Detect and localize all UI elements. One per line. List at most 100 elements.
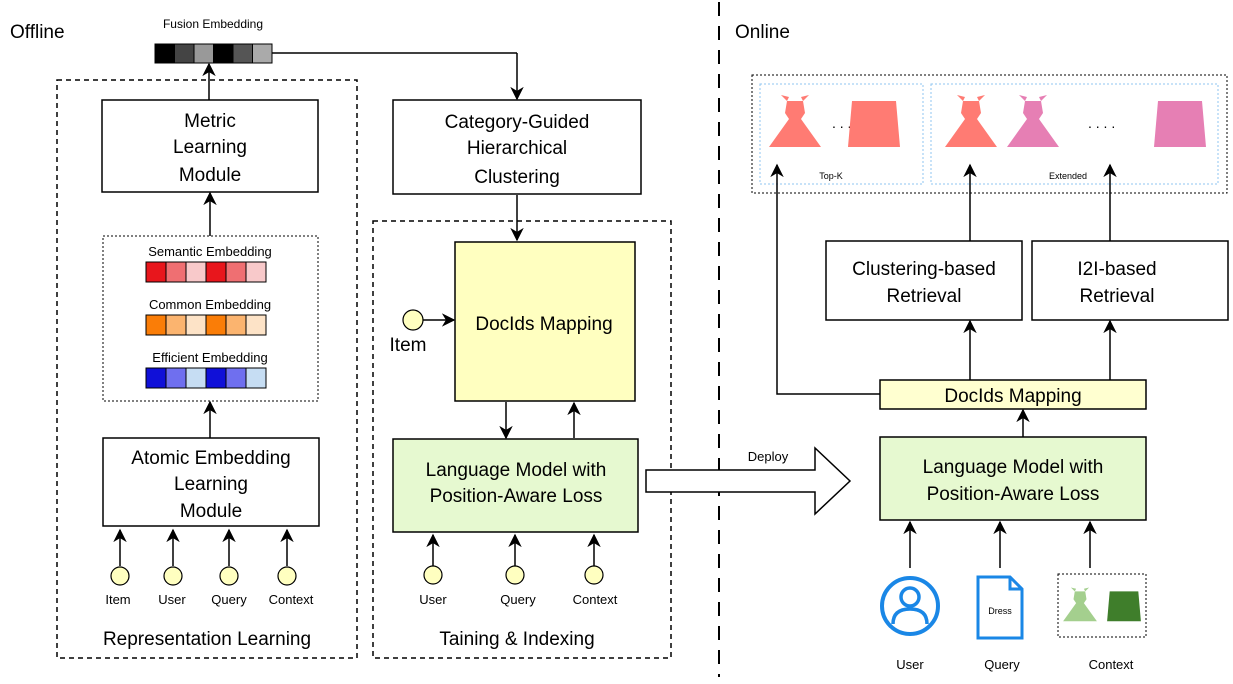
extended-dress-red-icon [945, 95, 997, 147]
extended-dots: . . . . [1088, 115, 1115, 131]
online-user-label: User [896, 657, 924, 672]
clustering-retrieval-line2: Retrieval [887, 286, 962, 307]
docids-mapping-offline-label: DocIds Mapping [475, 314, 612, 335]
online-query-label: Query [984, 657, 1020, 672]
common-embedding-label: Common Embedding [149, 297, 271, 312]
topk-skirt-icon [848, 101, 900, 147]
topk-dress-icon [769, 95, 821, 147]
extended-dress-pink-icon [1007, 95, 1059, 147]
atomic-module-line1: Atomic Embedding [131, 448, 290, 469]
docids-mapping-offline [454, 241, 636, 402]
embedding-cell [225, 261, 247, 283]
representation-learning-container [56, 79, 358, 659]
metric-module-line3: Module [179, 165, 241, 186]
input-context-node [277, 566, 297, 586]
extended-results-group [930, 83, 1219, 185]
language-model-offline [392, 438, 639, 533]
embedding-cell [245, 261, 267, 283]
input-context-label: Context [269, 592, 314, 607]
context-items-group [1057, 573, 1147, 638]
input-user-node [163, 566, 183, 586]
embedding-cell [165, 261, 187, 283]
semantic-embedding-label: Semantic Embedding [148, 244, 272, 259]
clustering-based-retrieval-box [825, 240, 1023, 321]
fusion-embedding-cell [252, 43, 273, 64]
input-query-node [219, 566, 239, 586]
lm-online-line1: Language Model with [923, 457, 1104, 478]
embedding-cell [185, 367, 207, 389]
fusion-embedding-label: Fusion Embedding [163, 17, 263, 31]
input-item-label: Item [105, 592, 130, 607]
semantic-embedding-vector [145, 261, 267, 283]
train-input-context-label: Context [573, 592, 618, 607]
embedding-cell [165, 367, 187, 389]
common-embedding-vector [145, 314, 267, 336]
fusion-embedding-vector [154, 43, 273, 64]
online-label: Online [735, 22, 790, 43]
language-model-online [879, 436, 1147, 521]
i2i-retrieval-line1: I2I-based [1077, 259, 1156, 280]
query-document-text: Dress [988, 606, 1012, 616]
representation-inputs: Item User Query Context [105, 528, 314, 607]
clustering-retrieval-line1: Clustering-based [852, 259, 996, 280]
atomic-module-line3: Module [180, 501, 242, 522]
efficient-embedding-vector [145, 367, 267, 389]
metric-module-line2: Learning [173, 137, 247, 158]
clustering-line2: Hierarchical [467, 138, 567, 159]
embedding-cell [205, 314, 227, 336]
extended-skirt-icon [1154, 101, 1206, 147]
atomic-module-line2: Learning [174, 474, 248, 495]
deploy-arrow [645, 446, 852, 516]
embedding-cell [145, 261, 167, 283]
embeddings-group [102, 235, 319, 402]
representation-learning-title: Representation Learning [103, 629, 311, 650]
deploy-label: Deploy [748, 449, 789, 464]
fusion-embedding-cell [213, 43, 234, 64]
train-input-user-node [423, 565, 443, 585]
efficient-embedding-label: Efficient Embedding [152, 350, 267, 365]
embedding-cell [205, 367, 227, 389]
offline-label: Offline [10, 22, 65, 43]
docids-mapping-online-label: DocIds Mapping [944, 386, 1081, 407]
fusion-embedding-cell [154, 43, 175, 64]
fusion-embedding-cell [193, 43, 214, 64]
fusion-embedding-cell [232, 43, 253, 64]
training-inputs: User Query Context [419, 533, 618, 607]
train-input-query-label: Query [500, 592, 536, 607]
item-input-label: Item [390, 335, 427, 356]
input-user-label: User [158, 592, 186, 607]
lm-offline-line1: Language Model with [426, 460, 607, 481]
category-guided-clustering-box [392, 99, 642, 195]
context-skirt-icon [1107, 591, 1141, 622]
extended-label: Extended [1049, 171, 1087, 181]
embedding-cell [145, 367, 167, 389]
user-icon [880, 576, 940, 636]
lm-offline-line2: Position-Aware Loss [430, 486, 603, 507]
train-input-query-node [505, 565, 525, 585]
embedding-cell [245, 314, 267, 336]
training-indexing-container [372, 220, 672, 659]
metric-learning-module [101, 99, 319, 193]
train-input-context-node [584, 565, 604, 585]
i2i-retrieval-line2: Retrieval [1080, 286, 1155, 307]
clustering-line3: Clustering [474, 167, 560, 188]
lm-online-line2: Position-Aware Loss [927, 484, 1100, 505]
retrieval-results-container [751, 74, 1228, 194]
embedding-cell [185, 261, 207, 283]
embedding-cell [205, 261, 227, 283]
context-dress-icon [1063, 587, 1097, 622]
docids-to-topk-arrow [770, 163, 880, 395]
training-indexing-title: Taining & Indexing [439, 629, 594, 650]
topk-label: Top-K [819, 171, 843, 181]
online-context-label: Context [1089, 657, 1134, 672]
clustering-line1: Category-Guided [445, 112, 590, 133]
document-icon [976, 575, 1024, 640]
embedding-cell [225, 367, 247, 389]
metric-module-line1: Metric [184, 111, 236, 132]
input-item-node [110, 566, 130, 586]
topk-results-group [759, 83, 924, 185]
i2i-based-retrieval-box [1031, 240, 1229, 321]
embedding-cell [225, 314, 247, 336]
input-query-label: Query [211, 592, 247, 607]
